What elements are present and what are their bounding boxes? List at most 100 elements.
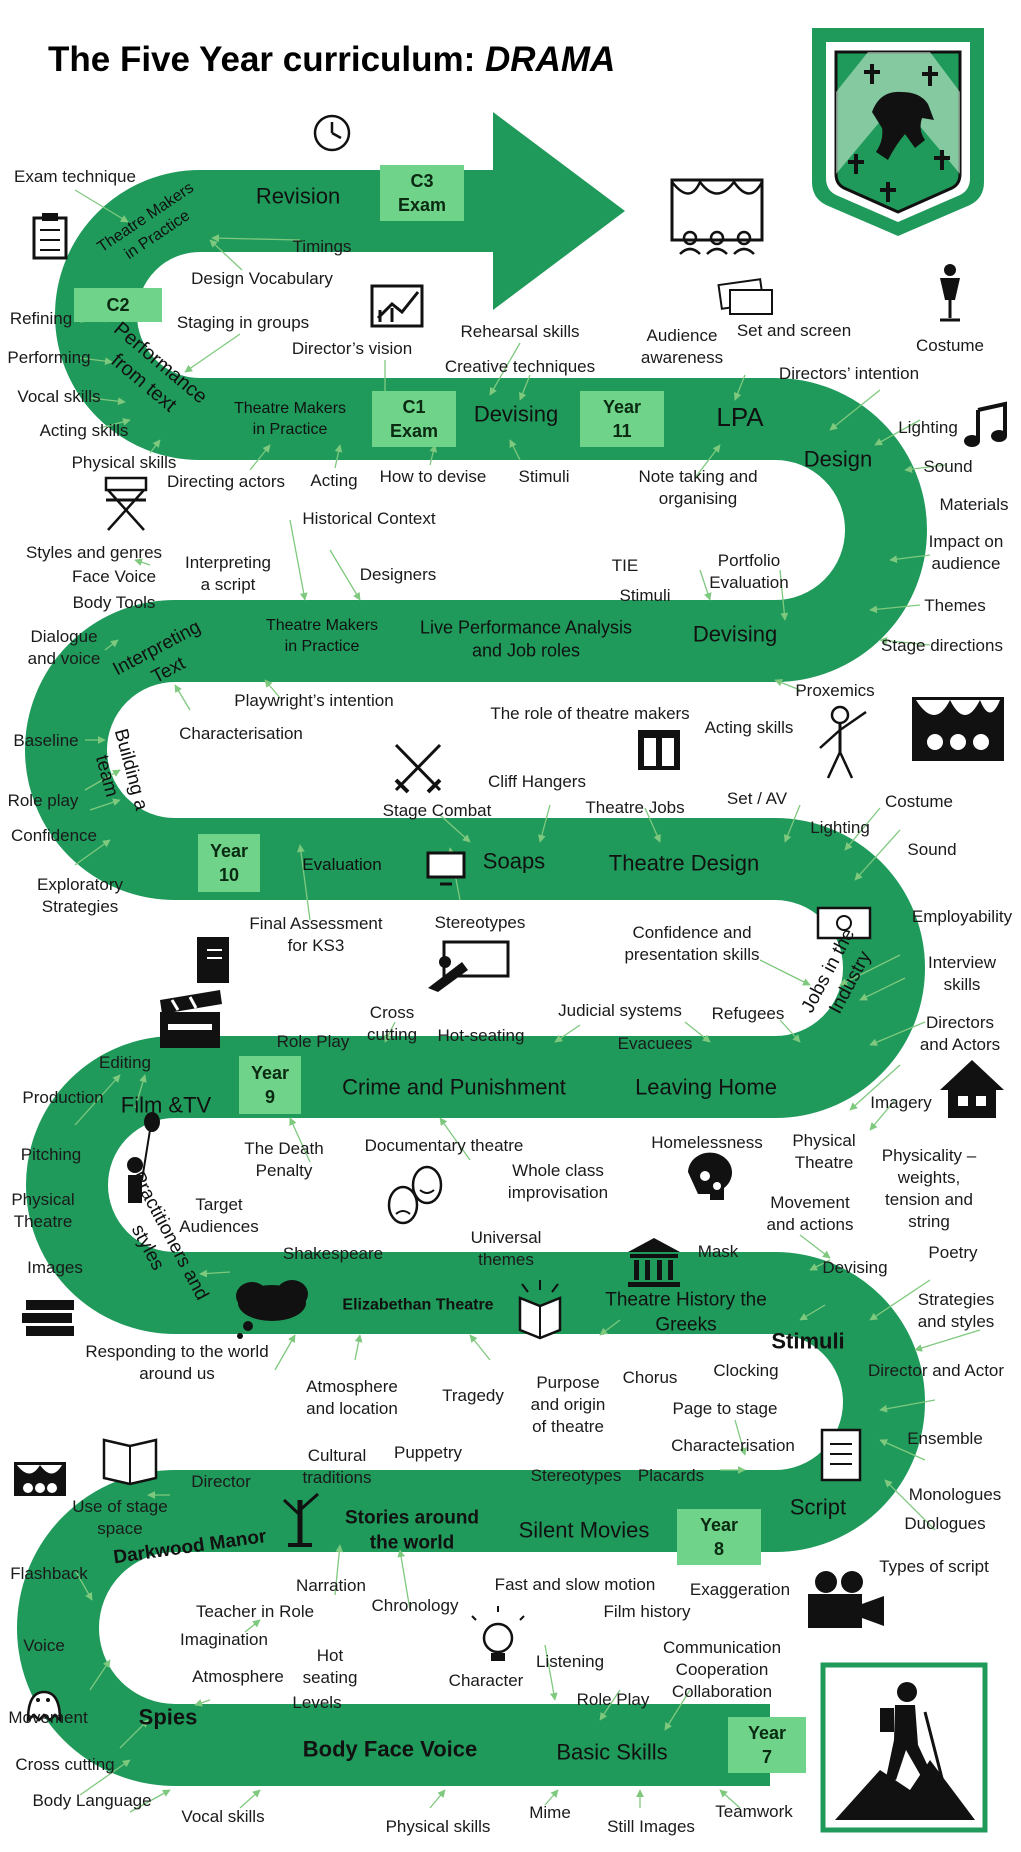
road-label-soaps: Soaps	[482, 848, 546, 874]
topic-label-images: Images	[27, 1257, 83, 1277]
road-label-silent-movies: Silent Movies	[518, 1517, 650, 1543]
topic-label-documentary: Documentary theatre	[364, 1135, 524, 1155]
clapperboard-icon	[160, 990, 222, 1048]
topic-label-homelessness: Homelessness	[651, 1132, 763, 1152]
curtains-icon	[638, 730, 680, 770]
topic-label-refugees: Refugees	[711, 1003, 785, 1023]
topic-label-duologues: Duologues	[904, 1513, 986, 1533]
road-label-lpa-job-roles: Live Performance Analysis and Job roles	[419, 617, 633, 661]
topic-label-sound-mid: Sound	[907, 839, 957, 859]
road-label-design: Design	[803, 446, 873, 472]
topic-label-styles-genres: Styles and genres	[25, 542, 163, 562]
money-icon	[816, 906, 872, 940]
page-title: The Five Year curriculum: DRAMA	[48, 40, 615, 80]
topic-label-exploratory: Exploratory Strategies	[37, 874, 123, 916]
topic-label-tie: TIE	[611, 555, 639, 575]
topic-label-flashback: Flashback	[10, 1563, 88, 1583]
topic-label-monologues: Monologues	[908, 1484, 1002, 1504]
topic-label-pitching: Pitching	[20, 1144, 82, 1164]
thought-cloud-icon	[236, 1280, 308, 1339]
topic-label-shakespeare: Shakespeare	[282, 1243, 384, 1263]
topic-label-dialogue: Dialogue and voice	[27, 626, 101, 668]
year-box-9: Year 9	[239, 1056, 301, 1114]
topic-label-atmosphere-location: Atmosphere and location	[306, 1376, 398, 1418]
topic-label-physical-skills-top: Physical skills	[71, 452, 177, 472]
topic-label-film-history: Film history	[603, 1601, 691, 1621]
topic-label-refining: Refining	[9, 308, 73, 328]
topic-label-role-play-y9: Role Play	[276, 1031, 350, 1051]
clock-icon	[313, 114, 351, 152]
topic-label-placards: Placards	[637, 1465, 705, 1485]
topic-label-death-penalty: The Death Penalty	[244, 1138, 324, 1180]
topic-label-role-theatre-makers: The role of theatre makers	[490, 703, 690, 723]
road-label-crime-punishment: Crime and Punishment	[342, 1074, 566, 1100]
topic-label-mime: Mime	[529, 1802, 571, 1822]
topic-label-responding: Responding to the world around us	[85, 1341, 269, 1383]
topic-label-lighting-top: Lighting	[898, 417, 958, 437]
film-camera-icon	[808, 1571, 884, 1628]
left-stage-icon	[14, 1462, 66, 1496]
topic-label-costume-mid: Costume	[884, 791, 954, 811]
topic-label-cross-cutting-mid: Cross cutting	[366, 1002, 418, 1044]
topic-label-page-to-stage: Page to stage	[672, 1398, 778, 1418]
road-label-revision: Revision	[255, 183, 341, 209]
topic-label-staging: Staging in groups	[176, 312, 310, 332]
topic-label-imagery: Imagery	[870, 1092, 932, 1112]
topic-label-physical-skills-low: Physical skills	[385, 1816, 491, 1836]
topic-label-designers: Designers	[359, 564, 437, 584]
road-label-body-face-voice: Body Face Voice	[302, 1736, 478, 1762]
topic-label-physicality: Physicality – weights, tension and strin…	[881, 1145, 977, 1232]
topic-label-atmosphere-low: Atmosphere	[192, 1666, 284, 1686]
road-label-elizabethan: Elizabethan Theatre	[342, 1296, 494, 1314]
road-label-stimuli: Stimuli	[771, 1328, 845, 1354]
topic-label-strategies-styles: Strategies and styles	[917, 1289, 995, 1331]
topic-label-imagination: Imagination	[180, 1629, 268, 1649]
topic-label-physical-theatre-right: Physical Theatre	[792, 1130, 856, 1172]
topic-label-movement-low: Movement	[8, 1707, 88, 1727]
page-title-subject: DRAMA	[485, 40, 616, 79]
topic-label-target-audiences: Target Audiences	[179, 1194, 259, 1236]
topic-label-teacher-role: Teacher in Role	[195, 1601, 315, 1621]
road-label-greeks: Theatre History the Greeks	[605, 1289, 767, 1335]
year-box-10: Year 10	[198, 834, 260, 892]
topic-label-production: Production	[22, 1087, 104, 1107]
topic-label-body-tools: Body Tools	[72, 592, 156, 612]
topic-label-directing-actors: Directing actors	[166, 471, 286, 491]
open-book-icon	[518, 1280, 562, 1340]
topic-label-performing: Performing	[7, 347, 91, 367]
topic-label-evacuees: Evacuees	[617, 1033, 693, 1053]
topic-label-interview: Interview skills	[927, 952, 997, 994]
road-label-film-tv: Film &TV	[120, 1092, 212, 1118]
brain-gears-icon	[688, 1152, 732, 1200]
puppet-icon	[819, 705, 867, 779]
exam-box-c3: C3 Exam	[380, 165, 464, 221]
exam-box-c1: C1 Exam	[372, 391, 456, 447]
topic-label-audience-awareness: Audience awareness	[640, 325, 724, 367]
topic-label-impact: Impact on audience	[928, 531, 1004, 573]
scroll-icon	[820, 1428, 862, 1482]
mannequin-icon	[940, 264, 960, 322]
topic-label-hot-seating-mid: Hot-seating	[437, 1025, 525, 1045]
topic-label-devising-low: Devising	[822, 1257, 888, 1277]
topic-label-confidence-presentation: Confidence and presentation skills	[624, 922, 760, 964]
hiker-icon	[820, 1662, 988, 1833]
topic-label-set-av: Set / AV	[726, 788, 788, 808]
open-book-small-icon	[102, 1438, 158, 1486]
topic-label-role-play-mid: Role play	[7, 790, 79, 810]
topic-label-acting: Acting	[310, 470, 358, 490]
music-note-icon	[964, 401, 1007, 447]
road-label-devising-y11: Devising	[473, 401, 559, 427]
road-label-tmip-y11: Theatre Makers in Practice	[233, 400, 347, 438]
topic-label-fast-slow: Fast and slow motion	[494, 1574, 656, 1594]
audience-icon	[912, 697, 1004, 761]
topic-label-listening: Listening	[535, 1651, 605, 1671]
road-label-basic-skills: Basic Skills	[556, 1739, 668, 1765]
road-label-stories-world: Stories around the world	[344, 1507, 480, 1553]
topic-label-directors-intention: Directors’ intention	[778, 363, 920, 383]
topic-label-tragedy: Tragedy	[442, 1385, 504, 1405]
topic-label-stimuli-top: Stimuli	[518, 466, 570, 486]
road-label-spies: Spies	[138, 1704, 198, 1730]
topic-label-directors-actors: Directors and Actors	[919, 1012, 1001, 1054]
topic-label-note-taking: Note taking and organising	[638, 466, 758, 508]
topic-label-cultural: Cultural traditions	[302, 1445, 372, 1487]
